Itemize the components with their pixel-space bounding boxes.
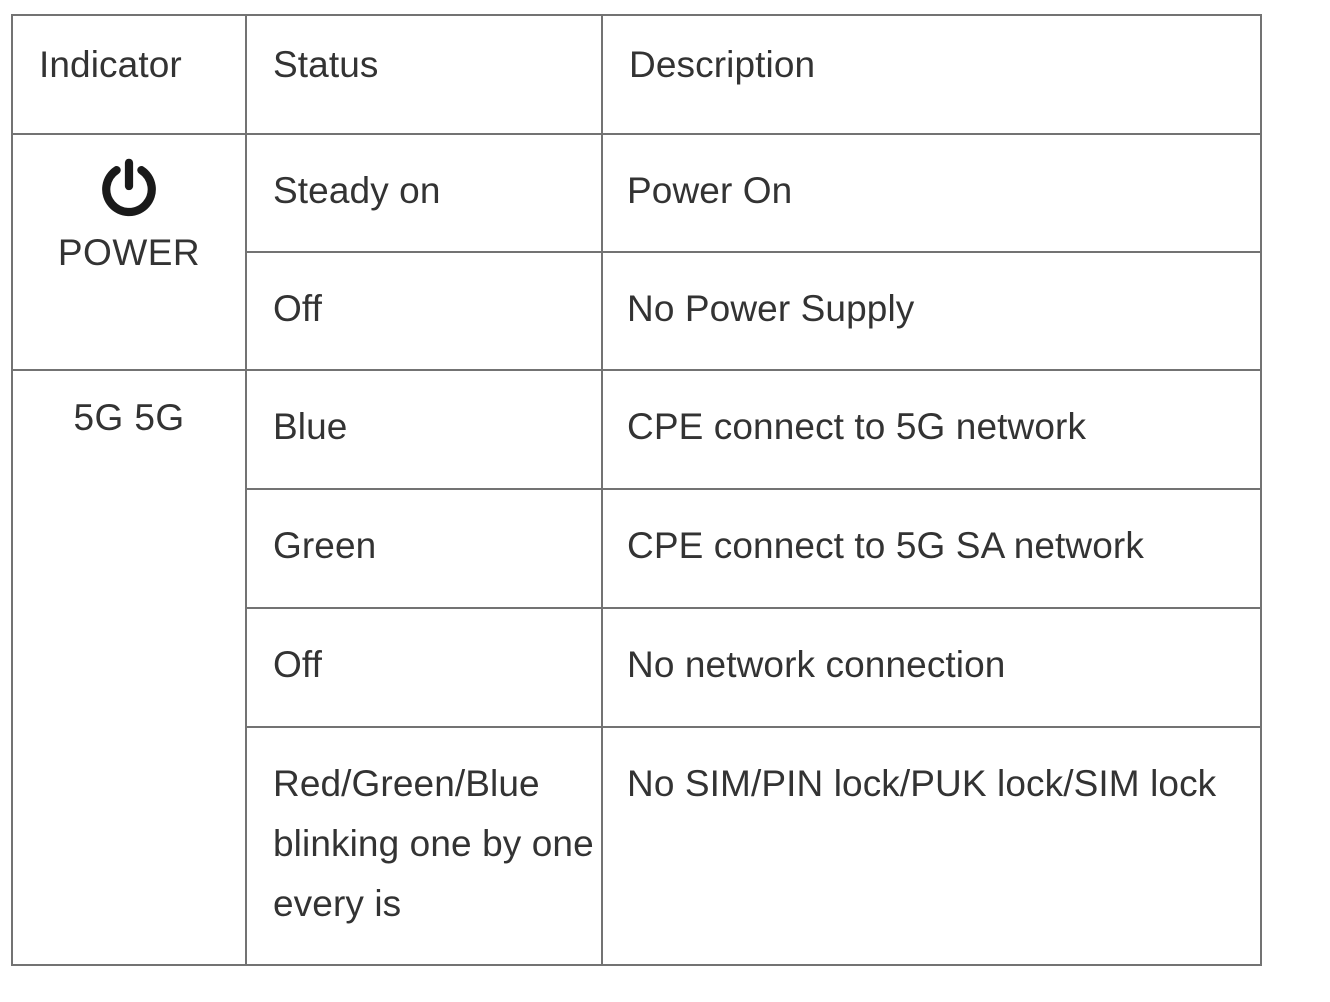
status-cell: Off bbox=[245, 251, 603, 371]
description-cell: Power On bbox=[601, 133, 1262, 253]
status-cell: Red/Green/Blue blinking one by one every… bbox=[245, 726, 603, 966]
power-indicator-label: POWER bbox=[57, 232, 201, 273]
description-cell: No network connection bbox=[601, 607, 1262, 728]
table-row: POWER Steady on Power On bbox=[11, 133, 1262, 371]
status-cell: Steady on bbox=[245, 133, 603, 253]
power-icon bbox=[102, 158, 156, 217]
table-row: 5G 5G Blue CPE connect to 5G network bbox=[11, 369, 1262, 966]
table-row: Off No network connection bbox=[12, 607, 1262, 728]
description-cell: CPE connect to 5G SA network bbox=[601, 488, 1262, 609]
table-row: Green CPE connect to 5G SA network bbox=[12, 488, 1262, 609]
status-cell: Green bbox=[245, 488, 603, 609]
status-cell: Off bbox=[245, 607, 603, 728]
indicator-cell-power: POWER bbox=[11, 133, 247, 371]
table-row: Off No Power Supply bbox=[12, 251, 1262, 371]
power-indicator-stack: POWER bbox=[13, 135, 245, 275]
column-header-description: Description bbox=[601, 14, 1262, 135]
column-header-indicator: Indicator bbox=[11, 14, 247, 135]
led-indicator-table: Indicator Status Description POWER S bbox=[11, 14, 1262, 966]
column-header-status: Status bbox=[245, 14, 603, 135]
status-cell: Blue bbox=[245, 369, 603, 490]
table-header-row: Indicator Status Description bbox=[11, 14, 1262, 135]
description-cell: No Power Supply bbox=[601, 251, 1262, 371]
fiveg-indicator-label: 5G 5G bbox=[73, 397, 185, 438]
description-cell: No SIM/PIN lock/PUK lock/SIM lock bbox=[601, 726, 1262, 966]
description-cell: CPE connect to 5G network bbox=[601, 369, 1262, 490]
table-row: Red/Green/Blue blinking one by one every… bbox=[12, 726, 1262, 966]
indicator-cell-5g: 5G 5G bbox=[11, 369, 247, 966]
